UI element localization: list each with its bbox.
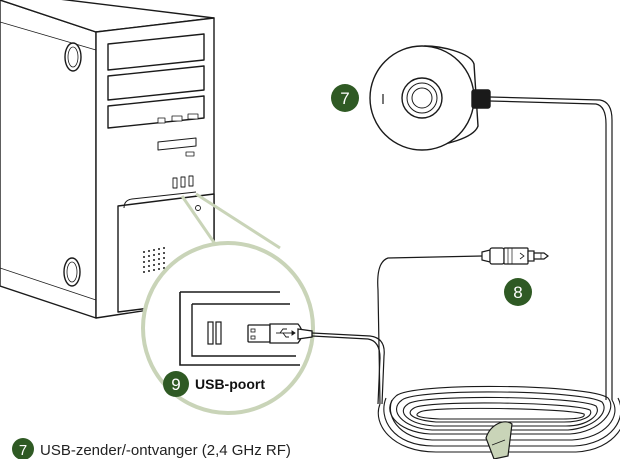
usb-port-label: USB-poort	[195, 376, 265, 392]
audio-plug	[481, 247, 549, 265]
transceiver-cable	[311, 96, 613, 405]
usb-plug	[247, 323, 313, 344]
legend-item-7-text: USB-zender/-ontvanger (2,4 GHz RF)	[40, 442, 291, 459]
speaker-grille	[143, 247, 165, 273]
audio-cable	[377, 255, 483, 405]
badge-8-number: 8	[513, 283, 522, 302]
computer-tower	[0, 0, 215, 319]
legend-item-7-number: 7	[19, 442, 27, 459]
badge-9-number: 9	[171, 375, 180, 394]
badge-7: 7	[331, 84, 359, 112]
usb-port-slot	[215, 321, 222, 345]
legend-item-7: 7 USB-zender/-ontvanger (2,4 GHz RF)	[12, 438, 291, 459]
callout-circle	[141, 241, 315, 415]
callout-zoom	[141, 192, 315, 415]
usb-port-slot	[207, 321, 214, 345]
badge-7-number: 7	[340, 89, 349, 108]
usb-transceiver-device	[369, 45, 491, 151]
badge-9: 9	[163, 371, 189, 397]
usb-symbol-icon	[276, 328, 296, 338]
badge-8: 8	[504, 278, 532, 306]
cable-strap	[485, 421, 513, 459]
